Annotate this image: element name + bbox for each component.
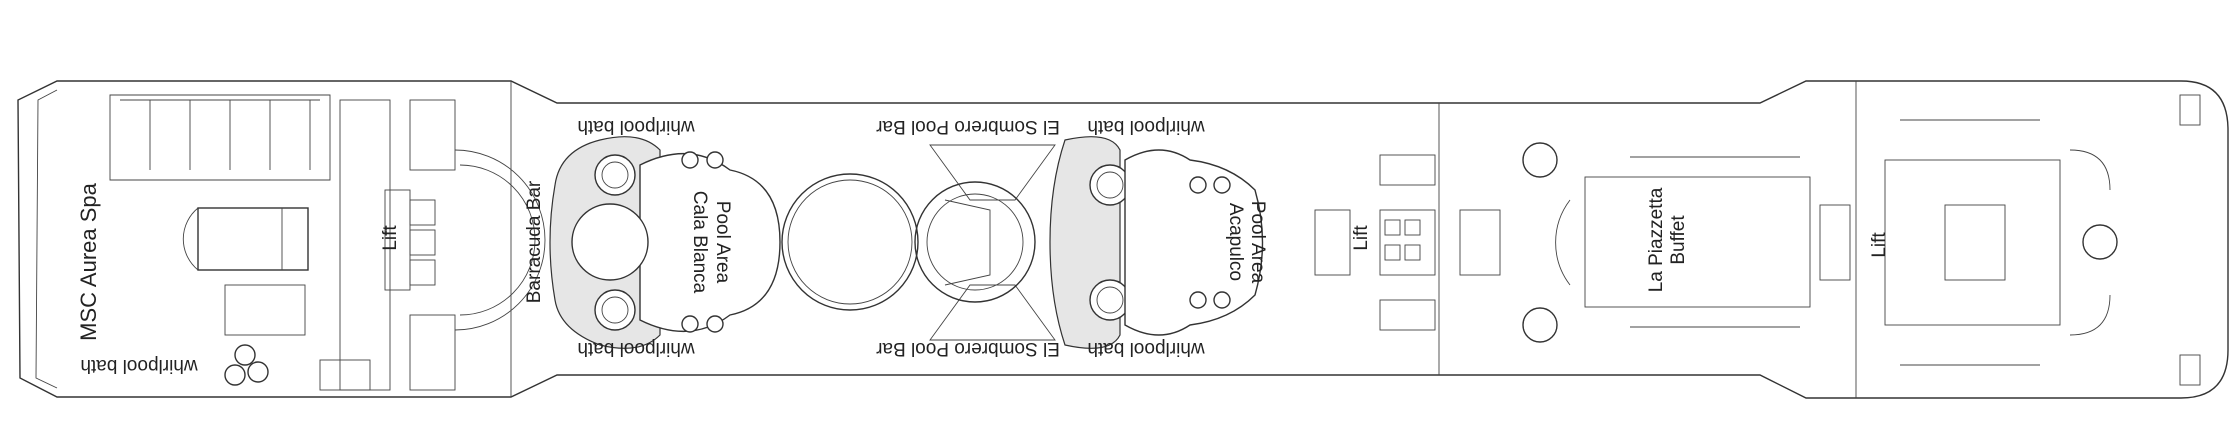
hull-outline — [17, 80, 2229, 399]
label-whirlpool-acapulco-top: whirlpool bath — [1087, 116, 1205, 137]
sombrero-bar — [914, 144, 1056, 341]
mid-lift-area — [1314, 154, 1436, 331]
label-lift-mid: Lift — [1351, 225, 1372, 251]
central-pool — [781, 173, 919, 311]
forward-area — [1819, 94, 2201, 386]
label-barracuda-bar: Barracuda Bar — [524, 180, 545, 303]
label-whirlpool-cala-bottom: whirlpool bath — [577, 338, 695, 359]
label-acapulco-pool-area: Pool Area — [1247, 201, 1268, 284]
label-whirlpool-spa: whirlpool bath — [80, 355, 198, 376]
label-cala-blanca: Cala Blanca — [689, 191, 710, 294]
label-whirlpool-acapulco-bottom: whirlpool bath — [1087, 338, 1205, 359]
label-cala-blanca-pool-area: Pool Area — [712, 201, 733, 284]
label-sombrero-top: El Sombrero Pool Bar — [875, 116, 1059, 137]
acapulco-pool — [1049, 136, 1264, 349]
label-whirlpool-cala-top: whirlpool bath — [577, 116, 695, 137]
aft-lift-area — [384, 149, 546, 331]
label-msc-aurea-spa: MSC Aurea Spa — [76, 182, 101, 341]
central-pool-inner — [787, 179, 913, 305]
label-lift-fwd: Lift — [1869, 232, 1890, 258]
spa-area — [109, 94, 456, 391]
bow-railing — [35, 89, 58, 389]
label-buffet: Buffet — [1668, 215, 1689, 265]
label-sombrero-bottom: El Sombrero Pool Bar — [875, 338, 1059, 359]
label-lift-aft: Lift — [380, 225, 401, 251]
label-acapulco: Acapulco — [1225, 203, 1246, 281]
cala-blanca-pool — [549, 136, 781, 349]
buffet-area — [1459, 142, 1811, 343]
label-la-piazzetta: La Piazzetta — [1646, 187, 1667, 292]
